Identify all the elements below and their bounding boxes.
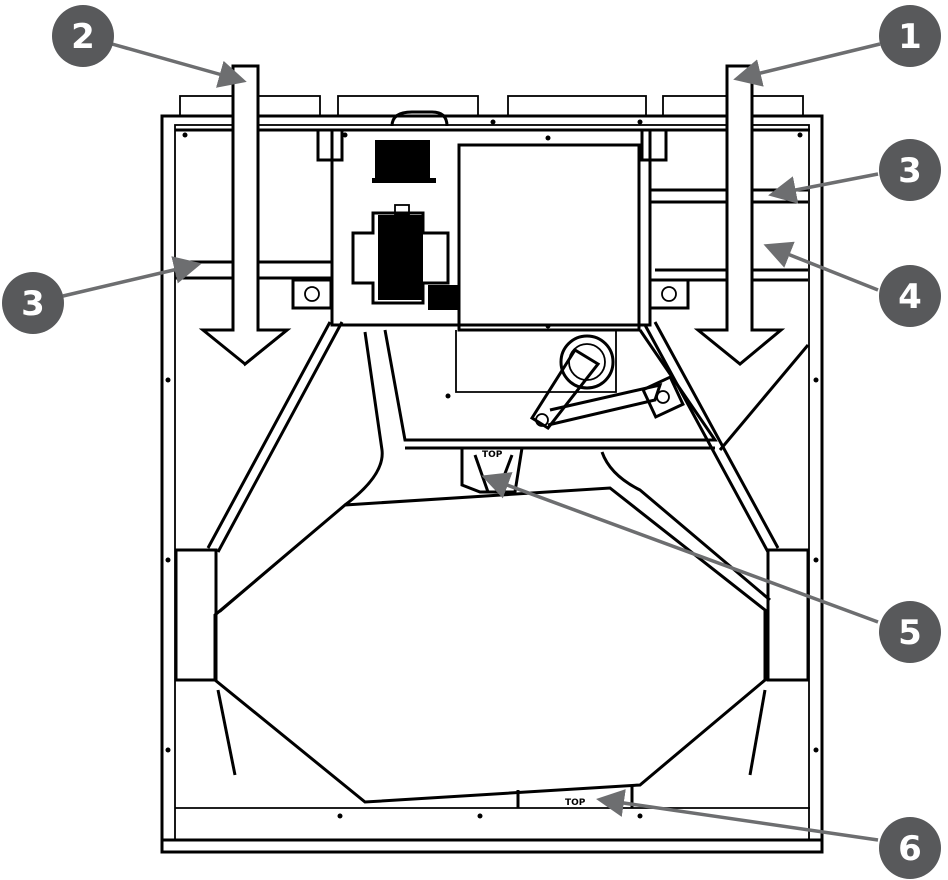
callout-5: 5	[879, 601, 941, 663]
callout-1: 1	[879, 5, 941, 67]
top-ports	[179, 95, 804, 117]
callout-number: 4	[898, 277, 922, 317]
blower-assembly	[383, 329, 718, 450]
callout-2: 2	[52, 5, 114, 67]
top-label-lower: TOP	[565, 798, 586, 808]
callout-number: 6	[898, 829, 922, 869]
top-label-upper: TOP	[482, 450, 503, 460]
callout-4: 4	[879, 265, 941, 327]
control-box	[316, 110, 668, 332]
callout-6: 6	[879, 817, 941, 879]
airflow-arrow-left	[198, 64, 292, 367]
callout-3-left: 3	[2, 272, 64, 334]
callout-3-right: 3	[879, 139, 941, 201]
cabinet-outline	[160, 114, 824, 854]
callout-number: 3	[898, 151, 922, 191]
callout-number: 1	[898, 17, 922, 57]
callout-number: 2	[71, 17, 95, 57]
leader-lines	[62, 42, 881, 842]
airflow-arrow-right	[693, 64, 786, 366]
screw-dots	[165, 119, 819, 819]
callout-number: 5	[898, 613, 922, 653]
side-panels	[174, 321, 810, 682]
callout-number: 3	[21, 284, 45, 324]
filter-shelves	[175, 188, 808, 310]
heat-exchanger-core	[213, 331, 771, 804]
